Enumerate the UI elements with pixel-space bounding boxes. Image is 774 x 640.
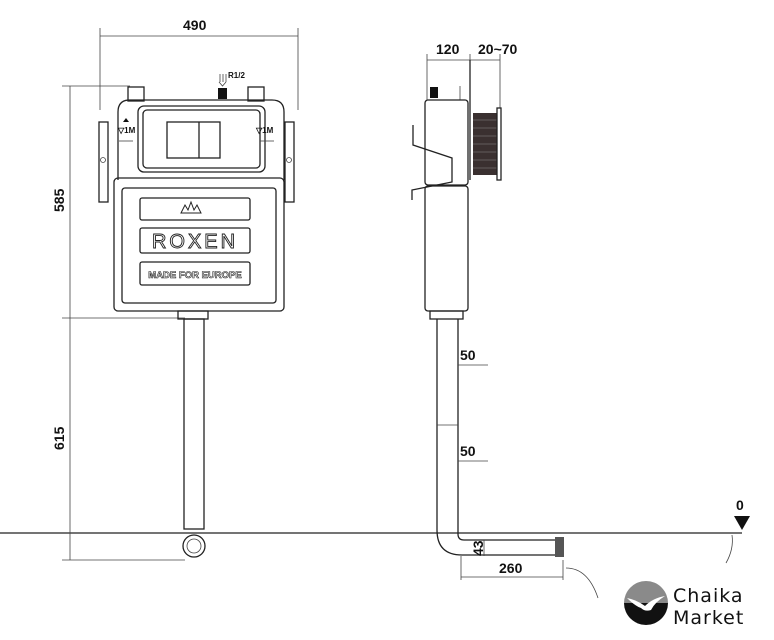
upper-mark: 50 xyxy=(460,347,476,363)
flush-pipe xyxy=(183,318,205,530)
level-mark-right: ▽1M xyxy=(255,126,274,135)
crown-icon xyxy=(180,200,202,214)
water-inlet xyxy=(218,88,227,99)
brand-name: ROXEN xyxy=(152,231,238,253)
outlet-height-dimension: 43 xyxy=(470,540,486,556)
inlet-label: R1/2 xyxy=(228,71,245,80)
adjust-dimension: 20~70 xyxy=(478,41,518,57)
chaika-market-logo: Chaika Market xyxy=(624,581,744,629)
floor-level-marker xyxy=(734,516,750,530)
flush-buttons xyxy=(166,121,221,159)
level-mark-left: ▽1M xyxy=(117,126,136,135)
floor-level-label: 0 xyxy=(736,497,744,513)
flush-plate xyxy=(137,105,266,173)
logo-line2: Market xyxy=(673,607,744,629)
lower-mark: 50 xyxy=(460,443,476,459)
side-view: 120 20~70 50 50 43 260 0 xyxy=(411,41,750,599)
pipe-height-dimension: 615 xyxy=(51,426,67,450)
tank-height-dimension: 585 xyxy=(51,188,67,212)
overflow-triangle-icon xyxy=(123,118,129,122)
cistern-side xyxy=(424,185,469,312)
logo-panel xyxy=(139,197,251,221)
depth-dimension: 120 xyxy=(436,41,460,57)
logo-line1: Chaika xyxy=(673,585,744,607)
seagull-icon xyxy=(627,596,665,611)
outlet-length-dimension: 260 xyxy=(499,560,523,576)
plate-text: MADE FOR EUROPE xyxy=(148,270,241,281)
width-dimension: 490 xyxy=(183,17,207,33)
inlet-arrow-icon xyxy=(218,74,227,87)
front-view: 490 585 615 R1/2 ▽1M ▽1M ROXEN MADE F xyxy=(51,17,299,561)
